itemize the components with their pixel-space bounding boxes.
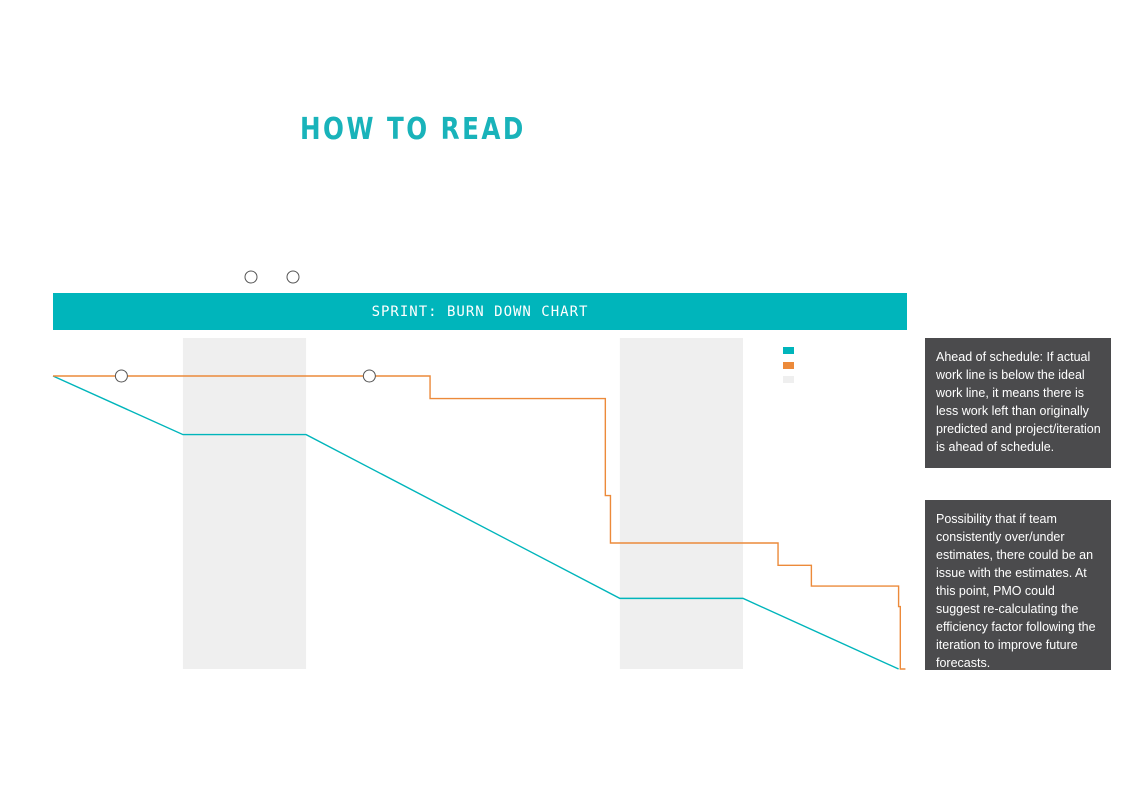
marker-circle-2 [362, 369, 376, 383]
legend [783, 347, 794, 383]
weekend-band-1 [182, 338, 307, 669]
zoom-circle-left [244, 270, 258, 284]
page-title: HOW TO READ [300, 112, 526, 147]
legend-swatch-ideal [783, 347, 794, 354]
callout-estimates-issue: Possibility that if team consistently ov… [925, 500, 1111, 670]
marker-circle-1 [114, 369, 128, 383]
callout-ahead-of-schedule: Ahead of schedule: If actual work line i… [925, 338, 1111, 468]
legend-swatch-weekend [783, 376, 794, 383]
point-markers [114, 369, 376, 383]
zoom-circle-right [286, 270, 300, 284]
chart-title-banner: SPRINT: BURN DOWN CHART [53, 293, 907, 330]
series-lines [52, 375, 906, 670]
weekend-band-2 [619, 338, 743, 669]
legend-swatch-actual [783, 362, 794, 369]
actual-work-line [53, 375, 906, 670]
chart-title: SPRINT: BURN DOWN CHART [371, 303, 589, 320]
weekend-bands [182, 338, 743, 669]
ideal-work-line [52, 375, 899, 670]
